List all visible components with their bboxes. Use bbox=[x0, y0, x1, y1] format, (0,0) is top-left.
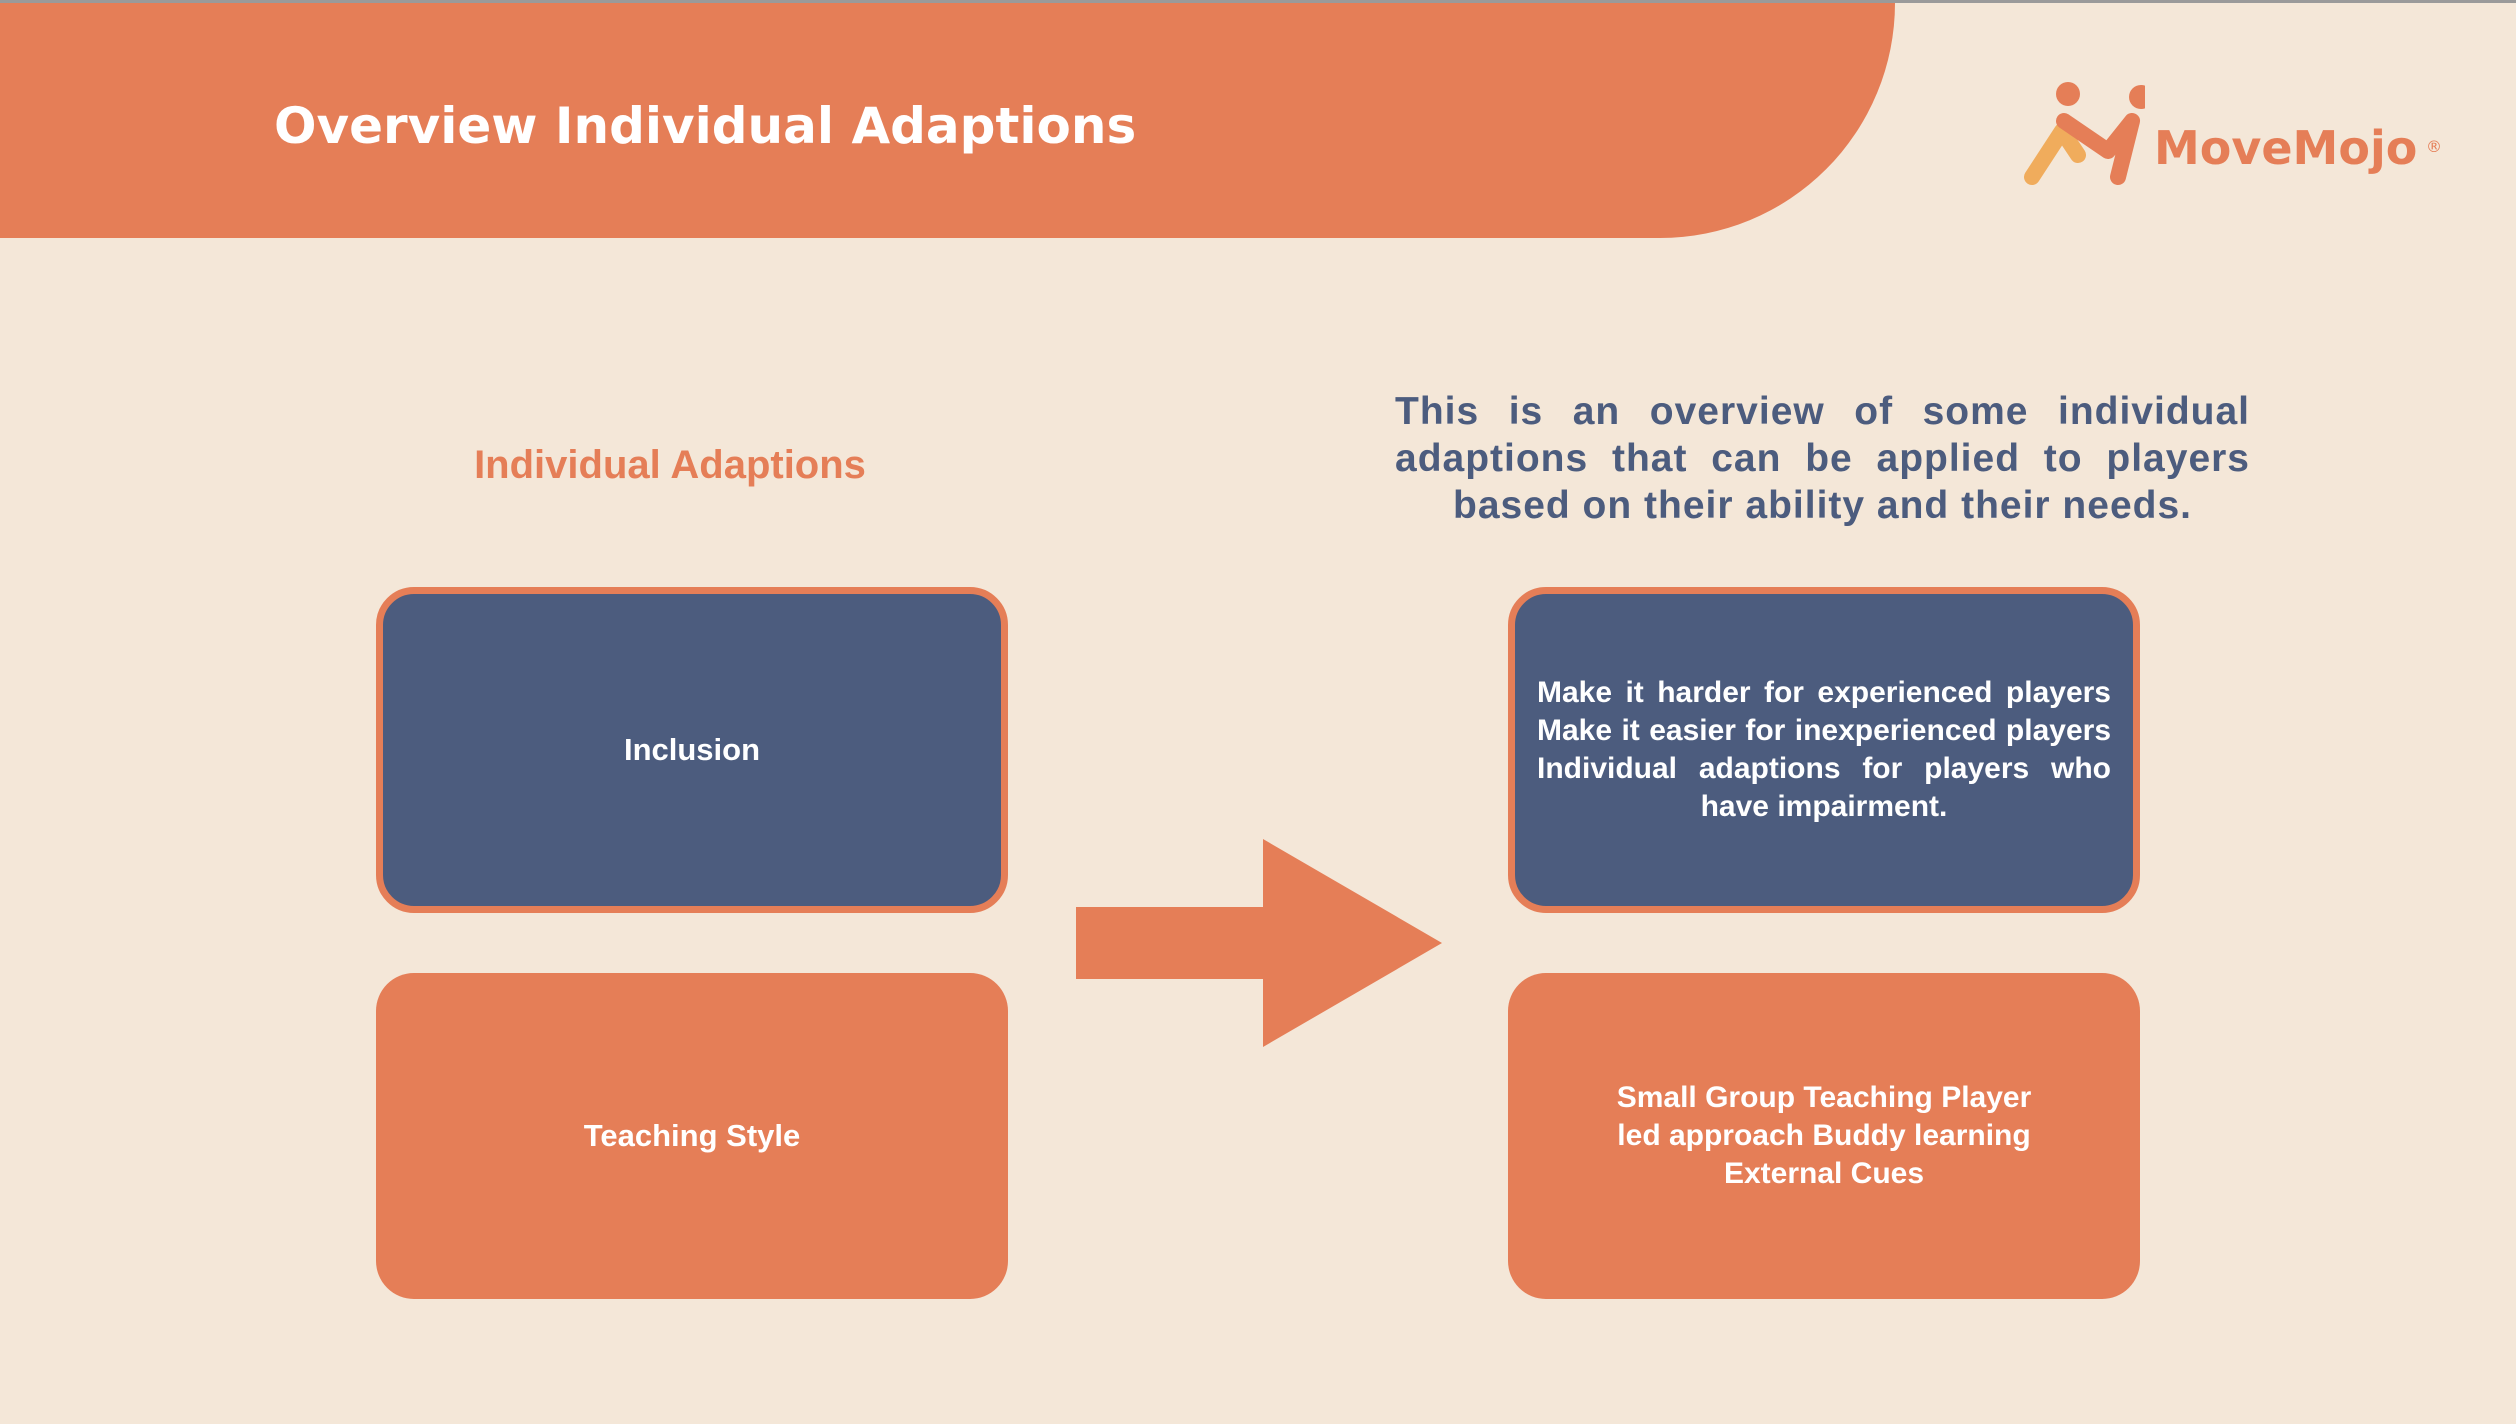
right-arrow-icon bbox=[1076, 839, 1442, 1047]
teaching-style-adaptions-box: Small Group Teaching Player led approach… bbox=[1508, 973, 2140, 1299]
inclusion-box: Inclusion bbox=[376, 587, 1008, 913]
inclusion-adaptions-text: Make it harder for experienced players M… bbox=[1537, 676, 2111, 823]
registered-mark: ® bbox=[2426, 137, 2442, 156]
teaching-style-label: Teaching Style bbox=[583, 1118, 801, 1153]
overview-description: This is an overview of some individual a… bbox=[1395, 390, 2250, 527]
inclusion-label: Inclusion bbox=[623, 732, 761, 767]
movemojo-figures-icon bbox=[2024, 82, 2145, 185]
inclusion-adaptions-box: Make it harder for experienced players M… bbox=[1508, 587, 2140, 913]
teaching-style-box: Teaching Style bbox=[376, 973, 1008, 1299]
header-band bbox=[0, 3, 1895, 238]
movemojo-logo: MoveMojo ® bbox=[2020, 73, 2460, 193]
teaching-style-adaptions-text: Small Group Teaching Player led approach… bbox=[1616, 1081, 2032, 1190]
slide-title: Overview Individual Adaptions bbox=[274, 97, 1137, 155]
section-heading: Individual Adaptions bbox=[474, 443, 866, 487]
logo-wordmark: MoveMojo bbox=[2154, 121, 2418, 175]
